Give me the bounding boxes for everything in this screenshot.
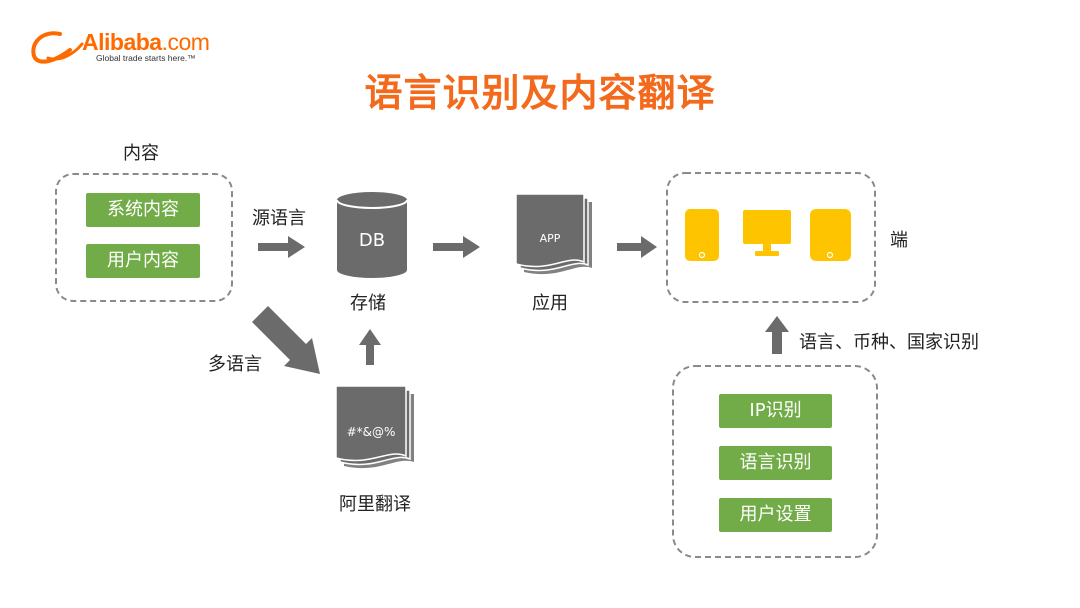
db-label: 存储 bbox=[350, 293, 386, 314]
database-icon bbox=[336, 192, 408, 278]
app-text: APP bbox=[539, 232, 561, 245]
recognition-group-box bbox=[672, 365, 878, 558]
arrow-right-icon bbox=[617, 236, 657, 258]
system-content-box: 系统内容 bbox=[86, 193, 200, 227]
content-group-box bbox=[55, 173, 233, 302]
tablet-icon bbox=[810, 209, 851, 261]
arrow-diagonal-icon bbox=[252, 306, 320, 374]
arrow-right-icon bbox=[258, 236, 305, 258]
user-content-box: 用户内容 bbox=[86, 244, 200, 278]
user-settings-box: 用户设置 bbox=[719, 498, 832, 532]
translate-text: #*&@% bbox=[346, 425, 396, 439]
app-label: 应用 bbox=[532, 293, 568, 314]
endpoints-label: 端 bbox=[890, 230, 908, 251]
source-language-label: 源语言 bbox=[252, 208, 306, 229]
logo-tagline: Global trade starts here.™ bbox=[96, 53, 196, 63]
arrow-up-icon bbox=[359, 329, 381, 365]
endpoints-group-box bbox=[666, 172, 876, 303]
ip-recognition-box: IP识别 bbox=[719, 394, 832, 428]
arrow-up-icon bbox=[765, 316, 789, 354]
logo-wordmark: Alibaba.com bbox=[82, 29, 210, 55]
translate-label: 阿里翻译 bbox=[339, 494, 411, 515]
tablet-icon bbox=[685, 209, 719, 261]
content-group-label: 内容 bbox=[123, 143, 159, 164]
arrow-right-icon bbox=[433, 236, 480, 258]
document-stack-icon bbox=[515, 193, 592, 275]
monitor-icon bbox=[743, 210, 791, 256]
translation-document-icon bbox=[335, 385, 414, 469]
language-recognition-box: 语言识别 bbox=[719, 446, 832, 480]
page-title: 语言识别及内容翻译 bbox=[364, 71, 716, 115]
multi-language-label: 多语言 bbox=[208, 354, 262, 375]
recognition-label: 语言、币种、国家识别 bbox=[799, 332, 979, 353]
db-text: DB bbox=[358, 230, 386, 251]
